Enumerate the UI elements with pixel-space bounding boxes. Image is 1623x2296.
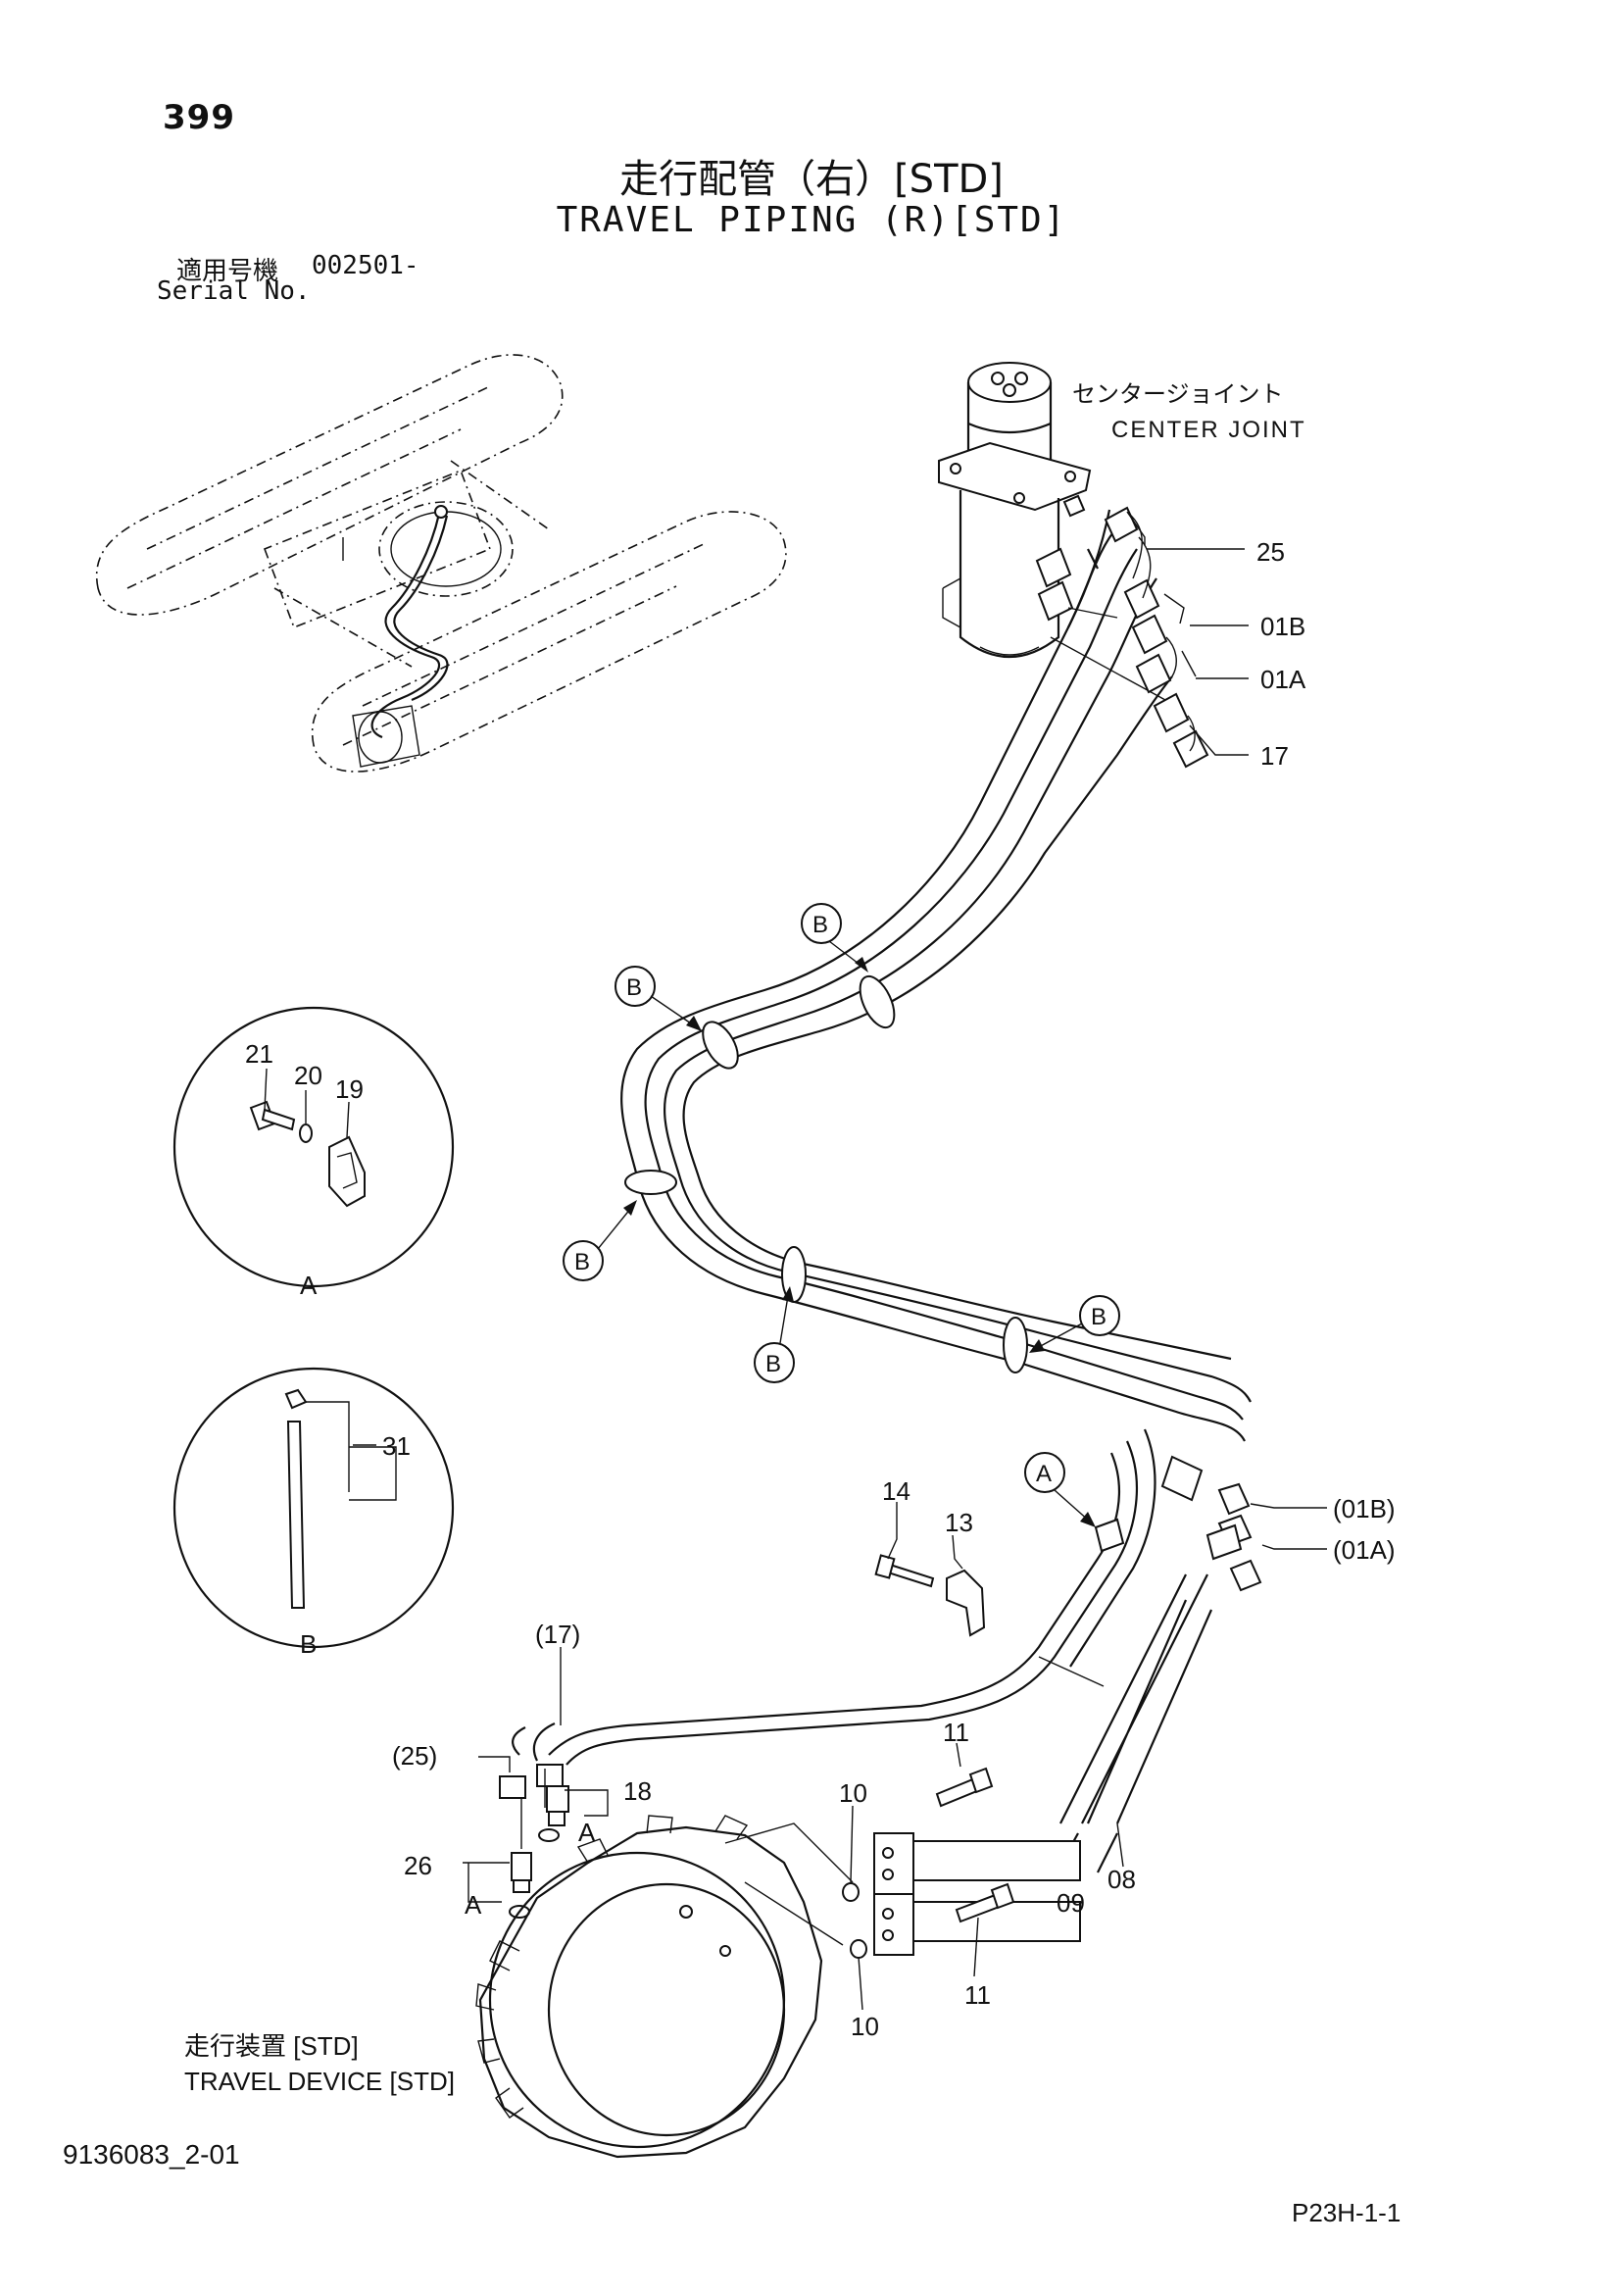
hose-fittings-upper [1104,506,1209,769]
flange-blocks [842,1767,1081,1959]
part-label-14: 14 [882,1476,910,1506]
center-joint-label-en: CENTER JOINT [1111,417,1306,443]
part-label-08: 08 [1107,1865,1136,1894]
detail-label-b: B [300,1629,317,1659]
undercarriage-overview [95,354,787,773]
detail-ref-a-18: A [578,1818,596,1847]
part-label-13: 13 [945,1508,973,1537]
part-label-10-top: 10 [839,1778,867,1808]
bracket-13-bolt-14 [874,1554,986,1637]
center-joint-label-ja: センタージョイント [1072,381,1284,408]
page-code: P23H-1-1 [1292,2198,1402,2227]
part-label-09: 09 [1057,1888,1085,1918]
callout-b-4: B [765,1351,781,1377]
drawing-code: 9136083_2-01 [63,2139,240,2170]
part-label-20: 20 [294,1061,322,1090]
part-label-21: 21 [245,1039,273,1069]
part-label-25: 25 [1256,537,1285,567]
detail-a [172,1006,455,1288]
callout-b-1: B [812,912,828,938]
labels: センタージョイント CENTER JOINT 25 01B 01A 17 (01… [184,381,1396,2096]
part-label-01b: 01B [1260,612,1305,641]
part-label-26: 26 [404,1851,432,1880]
part-label-01b-ref: (01B) [1333,1494,1396,1523]
travel-device-label-ja: 走行装置 [STD] [184,2031,359,2061]
hose-bundle [620,509,1252,1442]
leader-lines [264,511,1327,2011]
part-label-25-ref: (25) [392,1741,437,1771]
lower-hoses [548,1428,1262,1873]
detail-ref-a-26: A [465,1890,482,1920]
travel-motor [475,1815,854,2159]
page-number: 399 [163,98,235,137]
title-japanese: 走行配管（右）[STD] [619,157,1004,202]
part-label-19: 19 [335,1074,364,1104]
serial-label-english: Serial No. [157,276,311,306]
part-label-01a-ref: (01A) [1333,1535,1396,1565]
part-label-31: 31 [382,1431,411,1461]
center-joint-drawing [938,362,1092,658]
callout-b-2: B [626,974,642,1001]
callout-b-3: B [574,1249,590,1275]
callouts [563,903,1120,1527]
detail-b [172,1367,455,1649]
part-label-17: 17 [1260,741,1289,771]
part-label-17-ref: (17) [535,1620,580,1649]
part-label-11-top: 11 [943,1718,969,1747]
part-label-10-bottom: 10 [851,2012,879,2041]
callout-a-1: A [1036,1461,1052,1487]
part-label-11-bottom: 11 [964,1980,991,2010]
detail-label-a: A [300,1271,318,1300]
motor-fittings [499,1722,569,1919]
callout-b-5: B [1091,1304,1107,1330]
serial-value: 002501- [312,251,419,280]
serial-label-japanese: 適用号機 [176,257,279,286]
title-english: TRAVEL PIPING (R)[STD] [556,200,1067,240]
travel-device-label-en: TRAVEL DEVICE [STD] [184,2067,455,2096]
bundle-clamps [624,974,1028,1373]
part-label-18: 18 [623,1776,652,1806]
part-label-01a: 01A [1260,665,1306,694]
